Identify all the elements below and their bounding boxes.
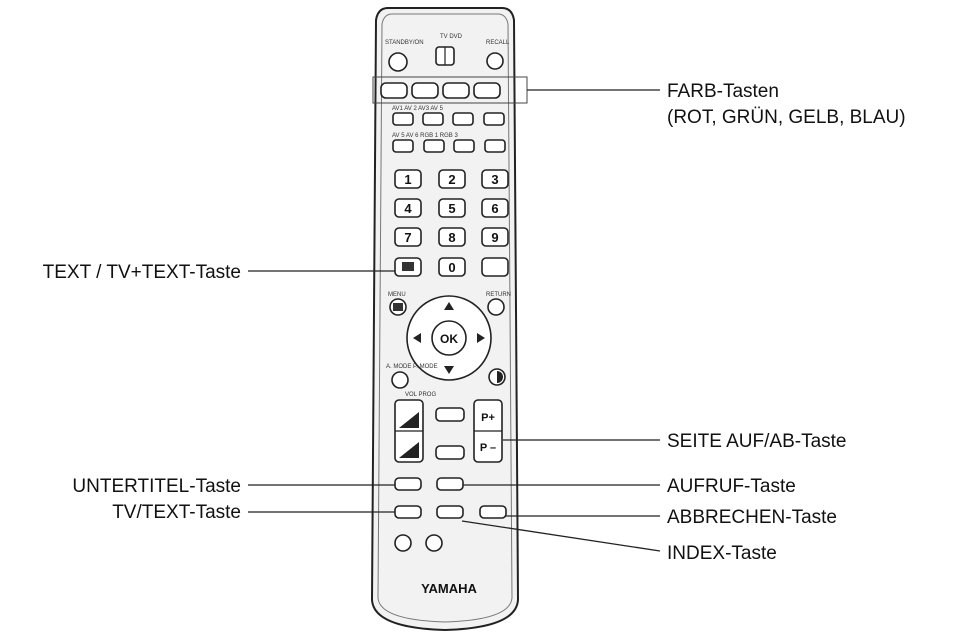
digit-8-label: 8 <box>448 230 455 245</box>
aufruf-label: AUFRUF-Taste <box>667 476 796 497</box>
digit-5-button[interactable] <box>438 198 466 218</box>
blue-button[interactable] <box>473 82 501 99</box>
abbrechen-label: ABBRECHEN-Taste <box>667 507 837 528</box>
digit-2-button[interactable] <box>438 169 466 189</box>
index-button[interactable] <box>436 505 464 519</box>
farb-label-line1: FARB-Tasten <box>667 81 779 102</box>
subtitle-button[interactable] <box>394 477 422 491</box>
contrast-icon <box>497 371 503 383</box>
red-button[interactable] <box>380 82 408 99</box>
index-label: INDEX-Taste <box>667 543 777 564</box>
remote-inner-outline <box>377 13 513 623</box>
ok-button[interactable] <box>431 320 467 356</box>
digit-2-label: 2 <box>448 172 455 187</box>
av5b-button[interactable] <box>392 139 414 153</box>
menu-label: MENU <box>388 292 406 298</box>
tvdvd-label: TV DVD <box>440 34 463 40</box>
av2-button[interactable] <box>422 112 444 126</box>
vol-up-icon <box>399 412 419 428</box>
digit-9-button[interactable] <box>481 227 509 247</box>
text-tv-label: TEXT / TV+TEXT-Taste <box>43 262 241 283</box>
standby-button[interactable] <box>388 52 408 72</box>
recall-label: RECALL <box>486 40 510 46</box>
skip-forward-button[interactable] <box>425 534 443 552</box>
green-button[interactable] <box>411 82 439 99</box>
digit-7-button[interactable] <box>394 227 422 247</box>
digit-0-label: 0 <box>448 260 455 275</box>
seite-label: SEITE AUF/AB-Taste <box>667 431 847 452</box>
yellow-button[interactable] <box>442 82 470 99</box>
return-button[interactable] <box>487 298 505 316</box>
digit-1-label: 1 <box>404 172 411 187</box>
digit-4-button[interactable] <box>394 198 422 218</box>
mute-button[interactable] <box>435 407 465 422</box>
page-down-label: P – <box>480 442 496 454</box>
untertitel-label: UNTERTITEL-Taste <box>72 476 241 497</box>
number-pad: 1 2 3 4 5 6 7 8 9 <box>394 169 509 247</box>
reveal-button[interactable] <box>436 477 464 491</box>
digit-9-label: 9 <box>491 230 498 245</box>
cancel-button[interactable] <box>479 505 507 519</box>
up-arrow-icon[interactable] <box>444 302 454 310</box>
standby-label: STANDBY/ON <box>385 40 424 46</box>
digit-6-label: 6 <box>491 201 498 216</box>
down-arrow-icon[interactable] <box>444 366 454 374</box>
digit-3-button[interactable] <box>481 169 509 189</box>
menu-icon <box>393 303 403 311</box>
index-leader <box>461 520 661 552</box>
av-row1-label: AV1 AV 2 AV3 AV 5 <box>392 106 444 112</box>
vol-down-icon <box>399 442 419 458</box>
av-row2-label: AV 5 AV 6 RGB 1 RGB 3 <box>392 133 458 139</box>
recall-button[interactable] <box>486 52 504 70</box>
digit-6-button[interactable] <box>481 198 509 218</box>
av6-button[interactable] <box>423 139 445 153</box>
mode-label: A. MODE P. MODE <box>386 364 438 370</box>
tv-text-button[interactable] <box>394 505 422 519</box>
volprog-label: VOL PROG <box>405 392 436 398</box>
brand-logo: YAMAHA <box>421 581 477 596</box>
digit-8-button[interactable] <box>438 227 466 247</box>
prog-button[interactable] <box>435 445 465 460</box>
digit-4-label: 4 <box>404 201 412 216</box>
digit-1-button[interactable] <box>394 169 422 189</box>
right-arrow-icon[interactable] <box>477 333 485 343</box>
text-tv-icon <box>402 262 414 271</box>
aux-button[interactable] <box>481 257 509 277</box>
digit-0-button[interactable] <box>438 257 466 277</box>
left-arrow-icon[interactable] <box>413 333 421 343</box>
farb-label-line2: (ROT, GRÜN, GELB, BLAU) <box>667 107 906 128</box>
digit-3-label: 3 <box>491 172 498 187</box>
av3-button[interactable] <box>452 112 474 126</box>
rgb1-button[interactable] <box>453 139 475 153</box>
ok-label: OK <box>440 332 458 346</box>
skip-back-button[interactable] <box>394 534 412 552</box>
av5-button[interactable] <box>483 112 505 126</box>
return-label: RETURN <box>486 292 511 298</box>
amode-button[interactable] <box>391 371 409 389</box>
digit-7-label: 7 <box>404 230 411 245</box>
tvtext-label: TV/TEXT-Taste <box>112 502 241 523</box>
rgb3-button[interactable] <box>484 139 506 153</box>
page-up-label: P+ <box>481 412 495 424</box>
av1-button[interactable] <box>392 112 414 126</box>
digit-5-label: 5 <box>448 201 455 216</box>
